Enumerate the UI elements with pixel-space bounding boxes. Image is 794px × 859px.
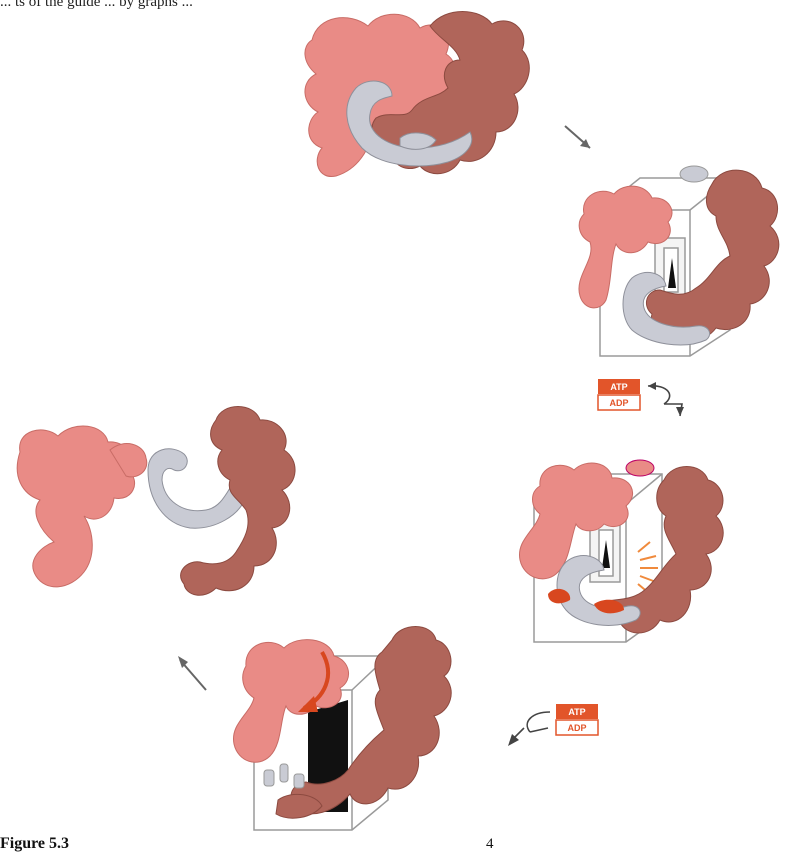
cofactor-exchange-2: ATP ADP (508, 704, 598, 746)
stage-release (233, 627, 451, 831)
exchange-arrow (648, 386, 682, 416)
stage-dissociated (17, 407, 295, 596)
atp-label: ATP (610, 382, 627, 392)
atp-label: ATP (568, 707, 585, 717)
arrow-4-to-5 (178, 656, 206, 690)
figure-tail-mark: 4 (486, 836, 494, 852)
stage-atp-hydrolysis (519, 460, 723, 642)
stage-chamber-entry (579, 166, 779, 356)
adp-label: ADP (567, 723, 586, 733)
cap-knob (626, 460, 654, 476)
dark-subunit (181, 407, 295, 596)
figure-label: Figure 5.3 (0, 835, 69, 852)
cap-knob (680, 166, 708, 182)
exchange-arrow (527, 712, 550, 732)
stage-closed-complex (305, 12, 529, 177)
caption-top-fragment: ... ts of the guide ... by graphs ... (0, 0, 794, 10)
cofactor-exchange-1: ATP ADP (598, 379, 684, 416)
adp-label: ADP (609, 398, 628, 408)
arrow-1-to-2 (565, 126, 590, 148)
